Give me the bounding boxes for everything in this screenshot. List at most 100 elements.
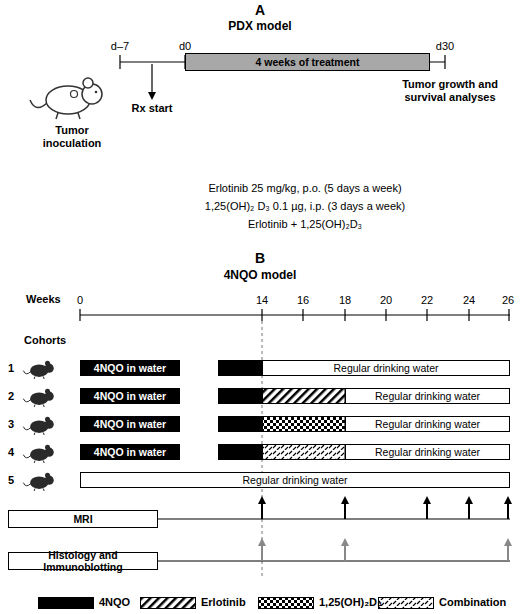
node-text: Regular drinking water (333, 362, 438, 374)
node-text: 4 weeks of treatment (256, 56, 360, 68)
node-text: Regular drinking water (242, 474, 347, 486)
water-bar: Regular drinking water (345, 416, 510, 432)
text-label: 4NQO model (190, 268, 330, 282)
text-label: Tumor growth and survival analyses (390, 78, 510, 104)
text-label: 18 (333, 294, 357, 307)
exposure-bar: 4NQO in water (80, 360, 180, 376)
art-rect (379, 598, 434, 609)
text-label: 5 (8, 474, 22, 487)
text-label: Tumor inoculation (27, 124, 117, 150)
node-text: 4NQO in water (94, 390, 166, 402)
art-line (158, 518, 510, 519)
art-line (302, 309, 303, 321)
text-label: 16 (291, 294, 315, 307)
text-label: d30 (425, 40, 465, 53)
cohort-mice (23, 361, 53, 491)
art-line (426, 309, 427, 321)
art-use (23, 417, 53, 435)
exposure-bar: 4NQO in water (80, 388, 180, 404)
water-bar: Regular drinking water (345, 388, 510, 404)
art-rect (263, 445, 346, 460)
phase-box: 4 weeks of treatment (185, 53, 430, 71)
water-bar: Regular drinking water (345, 444, 510, 460)
text-label: Erlotinib 25 mg/kg, p.o. (5 days a week) (145, 182, 465, 195)
text-label: PDX model (190, 19, 330, 33)
legend-text: Combination (439, 596, 506, 609)
mouse-illustration (30, 78, 102, 119)
art-line (261, 500, 263, 519)
legend-swatch (38, 597, 94, 609)
node-text: 4NQO in water (94, 418, 166, 430)
art-line (468, 500, 470, 519)
art-circle (71, 91, 78, 98)
text-label: 4 (8, 446, 22, 459)
art-use (23, 445, 53, 463)
art-path (30, 100, 48, 108)
art-rect (218, 388, 262, 404)
assay-box: Histology and Immunoblotting (8, 552, 158, 570)
text-label: Cohorts (24, 334, 94, 347)
art-path (56, 113, 80, 119)
histology-timepoints (158, 542, 510, 561)
water-bar: Regular drinking water (262, 360, 510, 376)
art-line (261, 542, 263, 561)
text-label: d0 (165, 40, 205, 53)
art-line (507, 542, 509, 561)
4nqo-bars (218, 360, 262, 460)
art-rect (218, 416, 262, 432)
node-text: 4NQO in water (94, 446, 166, 458)
art-rect (259, 598, 314, 609)
art-rect (218, 444, 262, 460)
assay-box: MRI (8, 510, 158, 528)
node-text: Regular drinking water (375, 446, 480, 458)
art-rect (141, 598, 196, 609)
text-label: d–7 (100, 40, 140, 53)
art-use (23, 361, 53, 379)
node-text: Histology and Immunoblotting (9, 549, 157, 573)
text-label: 0 (68, 294, 92, 307)
art-line (508, 309, 509, 321)
art-circle (95, 91, 98, 94)
art-circle (83, 78, 93, 88)
text-label: 24 (457, 294, 481, 307)
text-label: 1,25(OH)₂ D₃ 0.1 µg, i.p. (3 days a week… (145, 200, 465, 213)
text-label: 1 (8, 362, 22, 375)
text-label: Rx start (117, 102, 187, 115)
node-text: Regular drinking water (375, 390, 480, 402)
legend-text: 4NQO (99, 596, 130, 609)
legend-text: Erlotinib (201, 596, 246, 609)
text-label: 22 (415, 294, 439, 307)
art-use (23, 473, 53, 491)
art-line (444, 55, 445, 69)
art-rect (263, 389, 346, 404)
art-line (507, 500, 509, 519)
art-line (119, 55, 120, 69)
water-bar: Regular drinking water (80, 472, 510, 488)
art-line (261, 309, 262, 321)
art-rect (218, 360, 262, 376)
art-rect (263, 417, 346, 432)
art-line (344, 500, 346, 519)
text-label: 20 (374, 294, 398, 307)
legend-text: 1,25(OH)₂D₃ (319, 596, 382, 609)
art-use (23, 389, 53, 407)
art-line (344, 309, 345, 321)
node-text: 4NQO in water (94, 362, 166, 374)
art-line (468, 309, 469, 321)
text-label: 26 (496, 294, 520, 307)
art-line (151, 64, 152, 96)
text-label: 2 (8, 390, 22, 403)
text-label: Erlotinib + 1,25(OH)₂D₃ (145, 218, 465, 231)
art-line (344, 542, 346, 561)
text-label: A (240, 2, 280, 18)
art-line (80, 314, 510, 315)
art-line (79, 309, 80, 321)
treatment-bars (263, 389, 346, 460)
mri-timepoints (158, 500, 510, 519)
legend-pattern-swatches (141, 598, 434, 609)
node-text: Regular drinking water (375, 418, 480, 430)
text-label: 3 (8, 418, 22, 431)
exposure-bar: 4NQO in water (80, 416, 180, 432)
week-axis (80, 309, 510, 578)
